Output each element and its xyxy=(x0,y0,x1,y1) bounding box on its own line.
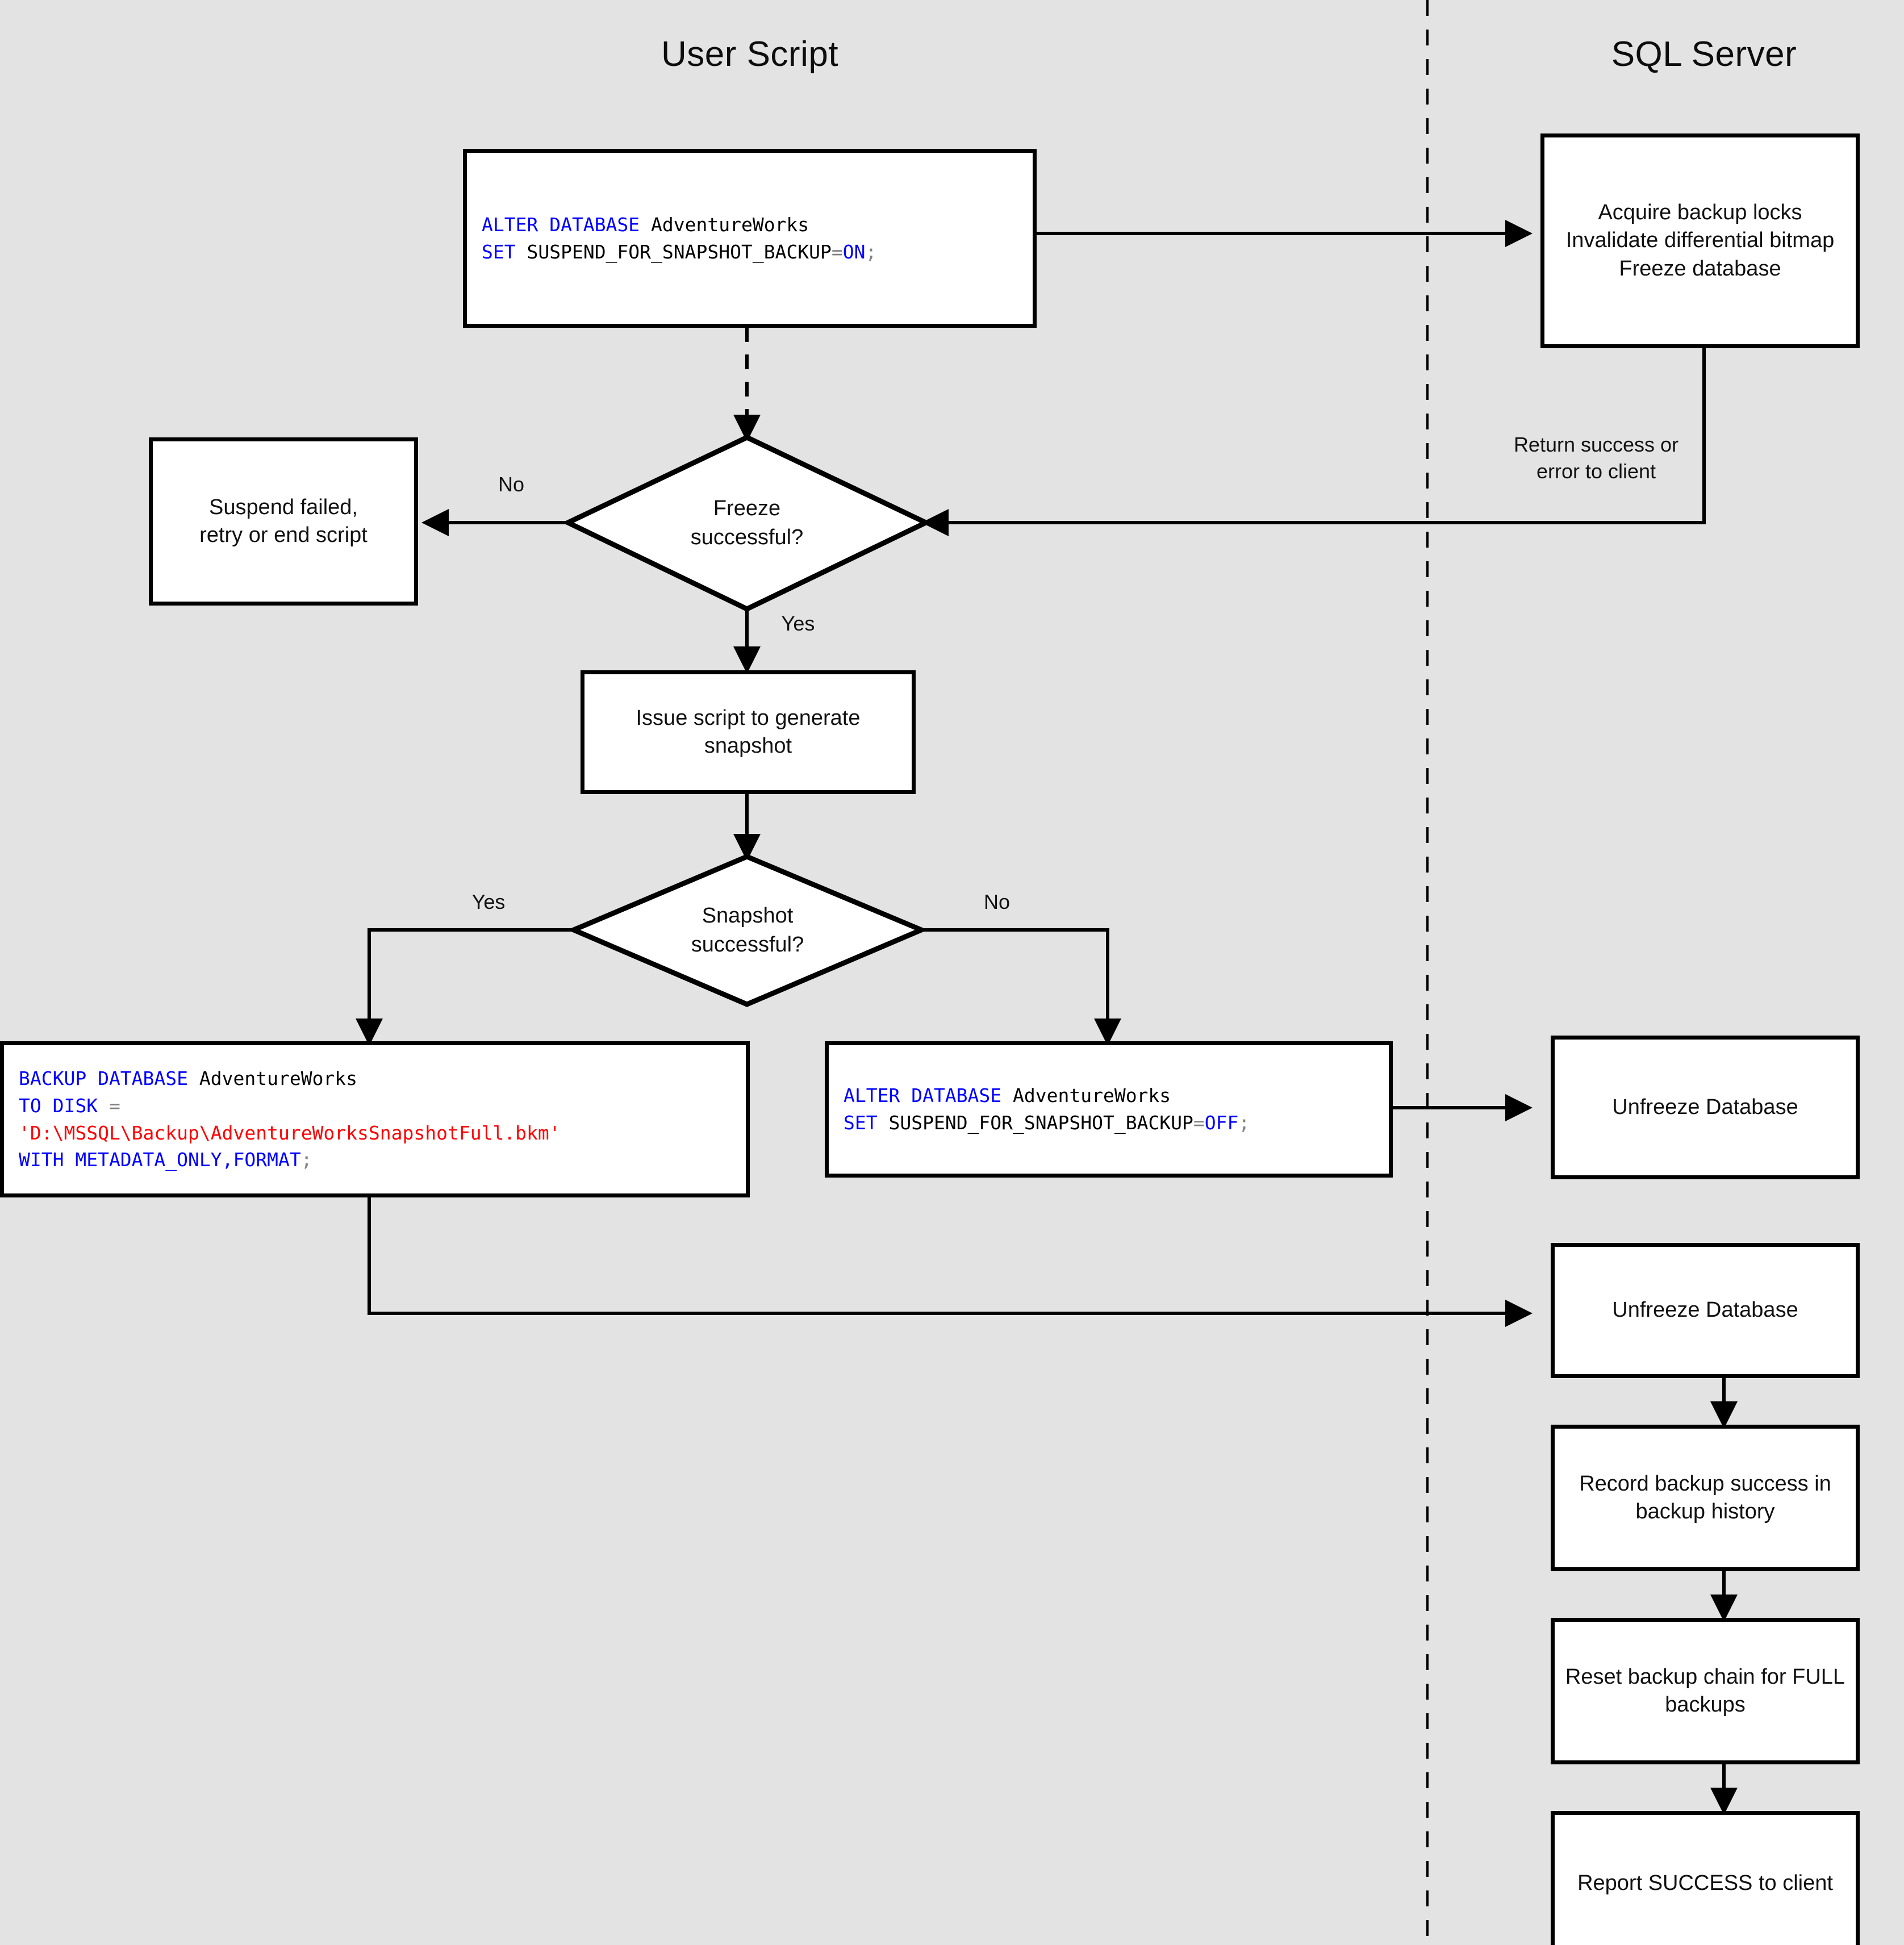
process-unfreeze-database-2: Unfreeze Database xyxy=(1551,1243,1860,1378)
process-acquire-backup-locks: Acquire backup locks Invalidate differen… xyxy=(1540,133,1860,348)
decision-freeze-successful-label: Freeze successful? xyxy=(690,496,804,549)
lane-title-sql-server: SQL Server xyxy=(1611,35,1797,74)
edge-backup-to-unfreeze2 xyxy=(368,1196,1533,1327)
process-unfreeze-database-1: Unfreeze Database xyxy=(1551,1036,1860,1179)
decision-freeze-successful: Freeze successful? xyxy=(568,437,926,609)
process-record-backup-success: Record backup success in backup history xyxy=(1551,1425,1860,1571)
process-report-success: Report SUCCESS to client xyxy=(1551,1811,1860,1945)
sql-code-backup-database: BACKUP DATABASE AdventureWorks TO DISK =… xyxy=(19,1067,561,1171)
process-report-success-label: Report SUCCESS to client xyxy=(1577,1871,1833,1896)
process-suspend-failed-label: Suspend failed, retry or end script xyxy=(199,495,368,547)
edge-label-freeze-no: No xyxy=(498,473,525,496)
edge-snapshot-yes xyxy=(356,928,574,1046)
process-acquire-backup-locks-label: Acquire backup locks Invalidate differen… xyxy=(1565,200,1835,281)
decision-snapshot-successful-label: Snapshot successful? xyxy=(691,903,804,957)
edge-label-return-to-client: Return success or error to client xyxy=(1513,433,1679,483)
code-node-alter-suspend-on: ALTER DATABASE AdventureWorks SET SUSPEN… xyxy=(463,149,1037,328)
sql-code-alter-on: ALTER DATABASE AdventureWorks SET SUSPEN… xyxy=(482,213,877,263)
process-unfreeze-database-1-label: Unfreeze Database xyxy=(1612,1095,1798,1119)
sql-code-alter-off: ALTER DATABASE AdventureWorks SET SUSPEN… xyxy=(844,1084,1250,1134)
edge-label-snapshot-no: No xyxy=(983,890,1011,913)
edge-label-snapshot-yes: Yes xyxy=(471,890,506,913)
process-reset-backup-chain: Reset backup chain for FULL backups xyxy=(1551,1618,1860,1764)
code-node-backup-database: BACKUP DATABASE AdventureWorks TO DISK =… xyxy=(0,1041,750,1197)
code-node-alter-suspend-off: ALTER DATABASE AdventureWorks SET SUSPEN… xyxy=(825,1041,1393,1178)
edge-label-freeze-yes: Yes xyxy=(781,612,815,635)
process-unfreeze-database-2-label: Unfreeze Database xyxy=(1612,1298,1798,1322)
decision-snapshot-successful: Snapshot successful? xyxy=(574,857,921,1004)
process-reset-backup-chain-label: Reset backup chain for FULL backups xyxy=(1565,1664,1845,1717)
lane-title-user-script: User Script xyxy=(661,35,839,74)
process-record-backup-success-label: Record backup success in backup history xyxy=(1579,1471,1831,1524)
process-issue-script: Issue script to generate snapshot xyxy=(581,670,916,794)
edge-snapshot-no xyxy=(921,928,1121,1046)
process-issue-script-label: Issue script to generate snapshot xyxy=(636,706,861,758)
process-suspend-failed: Suspend failed, retry or end script xyxy=(149,437,418,606)
